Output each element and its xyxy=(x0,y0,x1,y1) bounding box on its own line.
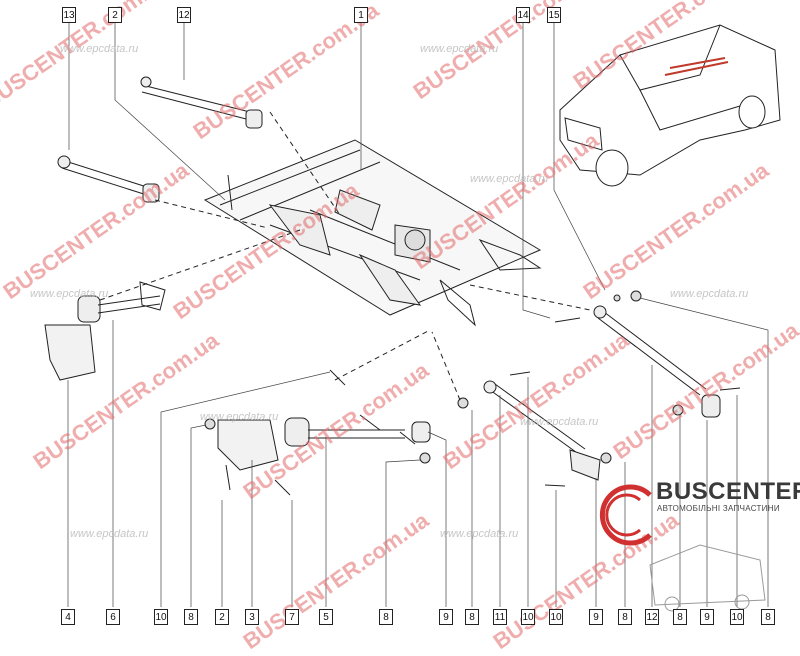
callout-bottom-6: 6 xyxy=(106,609,120,625)
callout-top-12: 12 xyxy=(177,7,191,23)
epc-1: www.epcdata.ru xyxy=(60,43,138,55)
bolt-10b xyxy=(509,371,531,376)
logo-tagline: АВТОМОБІЛЬНІ ЗАПЧАСТИНИ xyxy=(657,504,780,513)
bolt-10c xyxy=(544,484,566,487)
callout-bottom-8f: 8 xyxy=(761,609,775,625)
callout-bottom-10a: 10 xyxy=(154,609,168,625)
callout-bottom-10d: 10 xyxy=(730,609,744,625)
bolt-2 xyxy=(227,174,233,211)
callout-top-13: 13 xyxy=(62,7,76,23)
logo-name: BUSCENTER xyxy=(656,478,800,505)
epc-2: www.epcdata.ru xyxy=(420,43,498,55)
rear-subframe xyxy=(203,139,542,327)
callout-bottom-9c: 9 xyxy=(700,609,714,625)
callout-bottom-2: 2 xyxy=(215,609,229,625)
nut-8c xyxy=(457,397,469,409)
callout-top-14: 14 xyxy=(516,7,530,23)
epc-7: www.epcdata.ru xyxy=(520,416,598,428)
epc-3: www.epcdata.ru xyxy=(470,173,548,185)
epc-6: www.epcdata.ru xyxy=(200,411,278,423)
buscenter-logo-mark xyxy=(599,484,652,546)
epc-5: www.epcdata.ru xyxy=(670,288,748,300)
callout-bottom-4: 4 xyxy=(61,609,75,625)
callout-bottom-8d: 8 xyxy=(618,609,632,625)
callout-bottom-5: 5 xyxy=(319,609,333,625)
wm-13: BUSCENTER.com.ua xyxy=(239,507,434,654)
epc-4: www.epcdata.ru xyxy=(30,288,108,300)
callout-bottom-3: 3 xyxy=(245,609,259,625)
wm-1: BUSCENTER.com.ua xyxy=(0,0,174,114)
callout-bottom-8c: 8 xyxy=(465,609,479,625)
callout-bottom-7: 7 xyxy=(285,609,299,625)
callout-top-2: 2 xyxy=(108,7,122,23)
callout-bottom-9a: 9 xyxy=(439,609,453,625)
callout-bottom-10b: 10 xyxy=(521,609,535,625)
callout-top-1: 1 xyxy=(354,7,368,23)
nut-8b xyxy=(419,452,431,464)
nut-8d xyxy=(600,452,612,464)
bolt-2b xyxy=(225,464,231,491)
nut-8e xyxy=(672,404,684,416)
van-sketch xyxy=(649,544,766,612)
callout-bottom-8b: 8 xyxy=(379,609,393,625)
epc-watermark-layer: www.epcdata.ru www.epcdata.ru www.epcdat… xyxy=(30,43,748,540)
right-link-arm xyxy=(483,380,601,481)
epc-8: www.epcdata.ru xyxy=(70,528,148,540)
nut-8f xyxy=(630,290,642,302)
upper-arm-12 xyxy=(140,76,263,129)
bolt-10a xyxy=(329,369,346,386)
left-knuckle xyxy=(44,281,166,381)
washer-15 xyxy=(613,294,621,302)
middle-knuckle xyxy=(217,414,431,471)
car-illustration xyxy=(559,24,781,187)
callout-bottom-9b: 9 xyxy=(589,609,603,625)
callout-bottom-11: 11 xyxy=(493,609,507,625)
bolt-7 xyxy=(274,479,291,496)
epc-9: www.epcdata.ru xyxy=(440,528,518,540)
callout-top-15: 15 xyxy=(547,7,561,23)
callout-bottom-10c: 10 xyxy=(549,609,563,625)
nut-8a xyxy=(204,418,216,430)
long-arm-12 xyxy=(593,305,721,418)
callout-bottom-8a: 8 xyxy=(184,609,198,625)
wm-12: BUSCENTER.com.ua xyxy=(609,317,800,464)
bolt-10d xyxy=(719,387,741,391)
callout-bottom-12: 12 xyxy=(645,609,659,625)
callout-bottom-8e: 8 xyxy=(673,609,687,625)
lower-arm-13 xyxy=(57,155,160,203)
bolt-14 xyxy=(554,317,581,323)
